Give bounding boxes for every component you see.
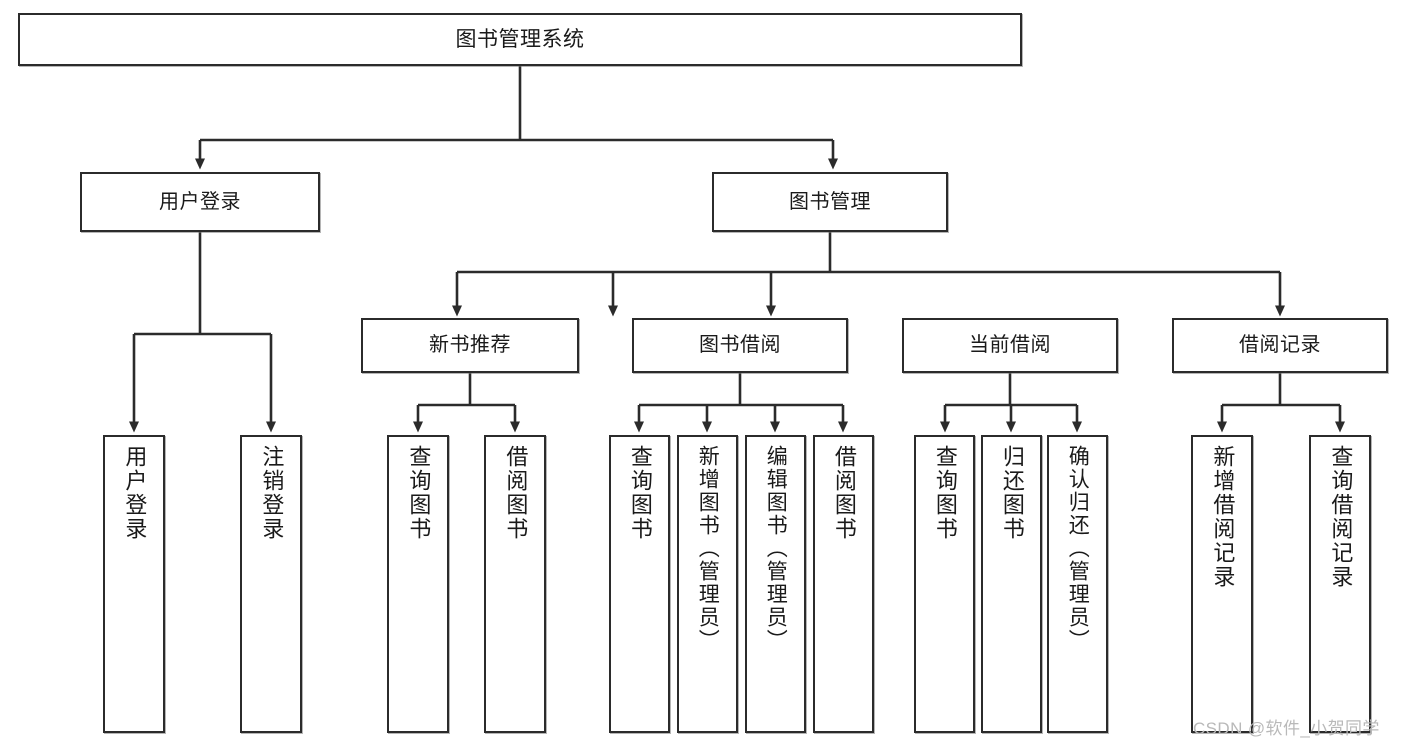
node-new-book-recommend[interactable]: 新书推荐 [361,318,579,373]
node-leaf-query-record-label: 查询借阅记录 [1328,445,1354,589]
node-user-login[interactable]: 用户登录 [80,172,320,232]
node-root-label: 图书管理系统 [455,27,585,51]
node-leaf-edit-book[interactable]: 编辑图书（管理员） [745,435,806,733]
node-leaf-edit-book-label: 编辑图书（管理员） [764,445,788,652]
node-user-login-label: 用户登录 [159,190,241,213]
node-leaf-query-record[interactable]: 查询借阅记录 [1309,435,1371,733]
node-leaf-query-book-1-label: 查询图书 [406,445,432,541]
watermark: CSDN @软件_小贺同学 [1193,719,1380,738]
node-root[interactable]: 图书管理系统 [18,13,1022,66]
node-leaf-return-book[interactable]: 归还图书 [981,435,1042,733]
node-leaf-borrow-book-2[interactable]: 借阅图书 [813,435,874,733]
node-leaf-confirm-return[interactable]: 确认归还（管理员） [1047,435,1108,733]
node-leaf-query-book-2[interactable]: 查询图书 [609,435,670,733]
node-borrow-record[interactable]: 借阅记录 [1172,318,1388,373]
node-book-borrow[interactable]: 图书借阅 [632,318,848,373]
node-leaf-borrow-book-1-label: 借阅图书 [503,445,529,541]
node-leaf-add-record-label: 新增借阅记录 [1210,445,1236,589]
node-leaf-add-book-label: 新增图书（管理员） [696,445,720,652]
node-leaf-logout-label: 注销登录 [259,445,285,541]
node-leaf-user-login-label: 用户登录 [122,445,148,541]
node-book-manage-label: 图书管理 [789,190,871,213]
node-current-borrow-label: 当前借阅 [969,334,1051,357]
node-leaf-query-book-1[interactable]: 查询图书 [387,435,449,733]
node-leaf-logout[interactable]: 注销登录 [240,435,302,733]
node-leaf-return-book-label: 归还图书 [999,445,1025,541]
node-current-borrow[interactable]: 当前借阅 [902,318,1118,373]
node-leaf-add-book[interactable]: 新增图书（管理员） [677,435,738,733]
node-leaf-query-book-3-label: 查询图书 [932,445,958,541]
node-leaf-confirm-return-label: 确认归还（管理员） [1066,445,1090,652]
node-new-book-recommend-label: 新书推荐 [429,334,511,357]
node-book-borrow-label: 图书借阅 [699,334,781,357]
node-leaf-borrow-book-2-label: 借阅图书 [831,445,857,541]
node-borrow-record-label: 借阅记录 [1239,334,1321,357]
node-leaf-user-login[interactable]: 用户登录 [103,435,165,733]
node-book-manage[interactable]: 图书管理 [712,172,948,232]
node-leaf-query-book-3[interactable]: 查询图书 [914,435,975,733]
node-leaf-add-record[interactable]: 新增借阅记录 [1191,435,1253,733]
node-leaf-query-book-2-label: 查询图书 [627,445,653,541]
node-leaf-borrow-book-1[interactable]: 借阅图书 [484,435,546,733]
